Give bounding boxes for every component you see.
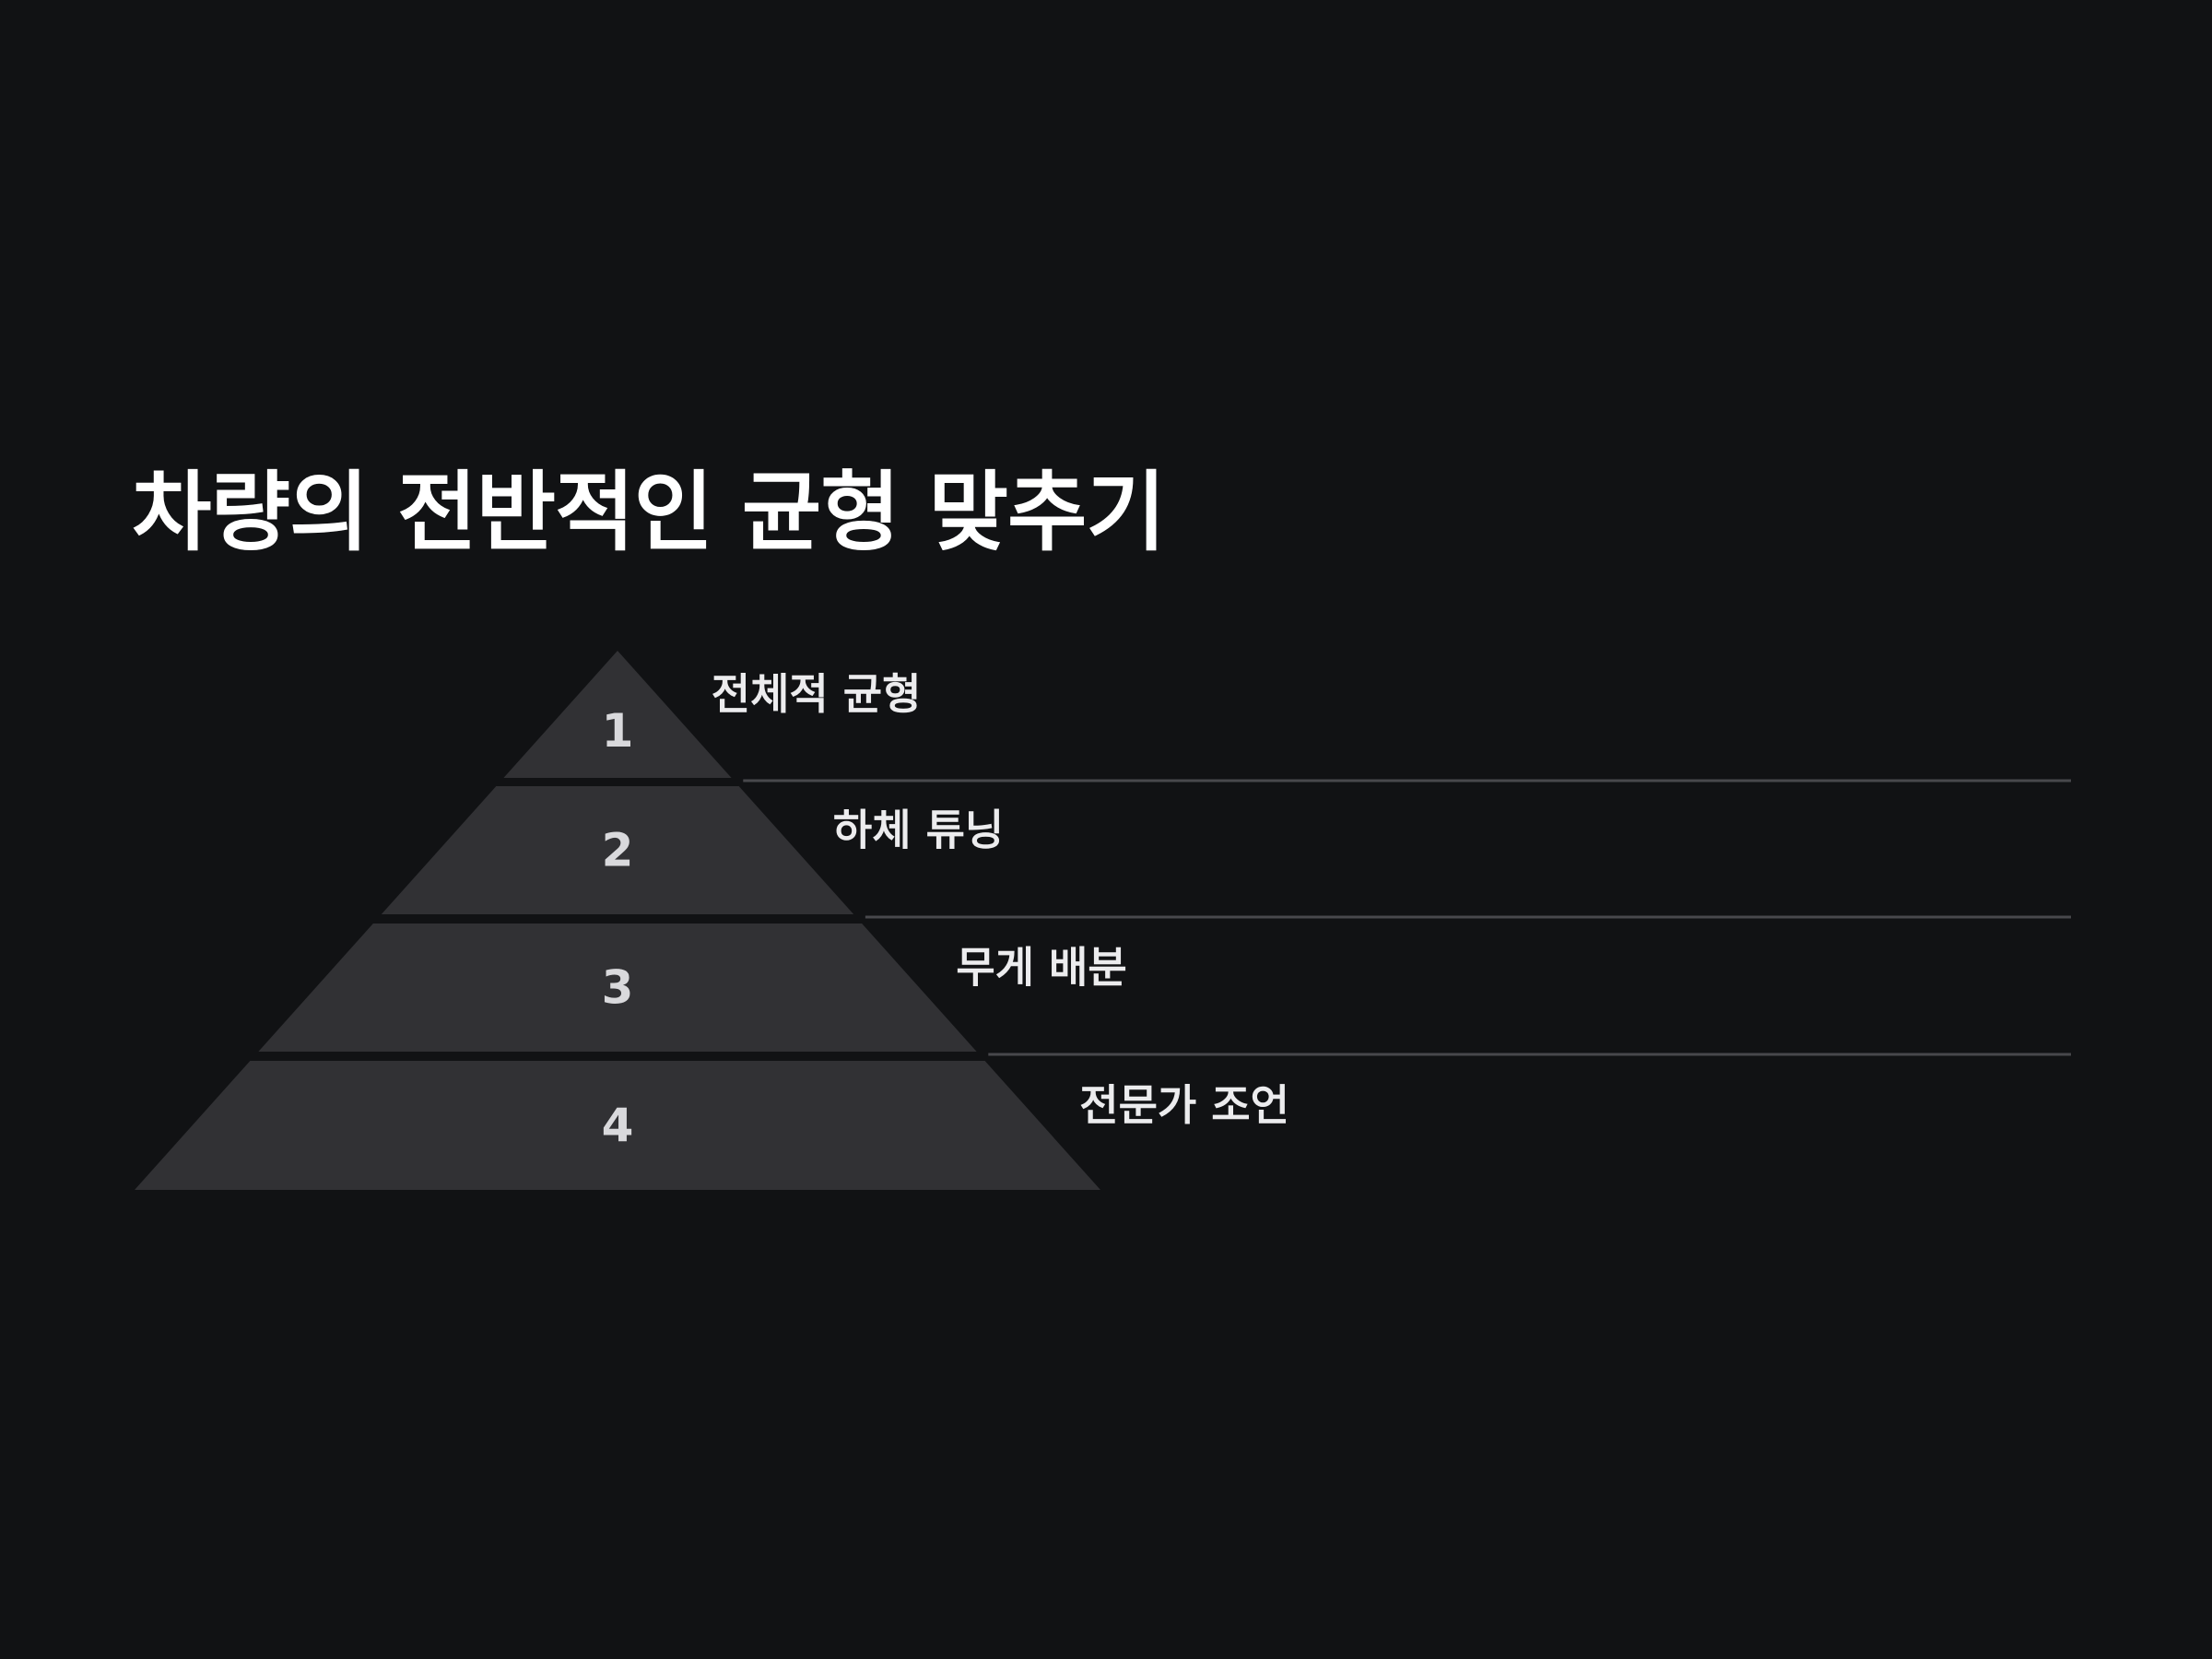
- tier-label-4: 전문가 조언: [1079, 1080, 1289, 1130]
- pyramid-tier-1: [503, 651, 732, 778]
- tier-number-2: 2: [602, 824, 634, 877]
- tier-label-3: 무게 배분: [956, 943, 1126, 993]
- tier-number-1: 1: [602, 704, 634, 758]
- tier-label-1: 전체적 균형: [712, 669, 922, 719]
- tier-number-3: 3: [602, 961, 634, 1015]
- pyramid-tier-4: [135, 1061, 1100, 1190]
- tier-number-4: 4: [602, 1099, 634, 1152]
- tier-label-2: 하체 튜닝: [833, 806, 1004, 855]
- pyramid-tier-2: [381, 786, 854, 914]
- pyramid-tier-3: [258, 924, 977, 1052]
- pyramid-levels: 1 전체적 균형 2 하체 튜닝 3 무게 배분 4 전문가 조언: [135, 651, 2071, 1190]
- slide-title: 차량의 전반적인 균형 맞추기: [132, 463, 1166, 563]
